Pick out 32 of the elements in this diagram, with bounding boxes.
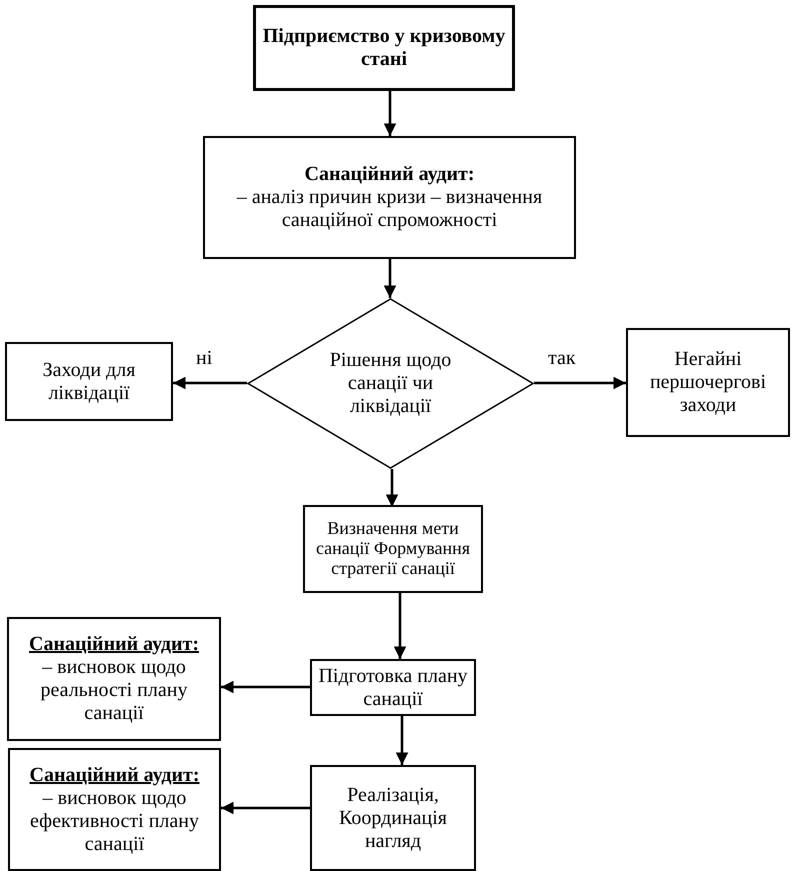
heading-text: Санаційний аудит: [29,633,199,656]
node-text: Визначення мети санації Формування стратегії санації [314,519,472,579]
arrow [386,469,398,507]
process-box [203,136,576,259]
process-box [303,505,483,593]
arrow [534,376,626,390]
node-text: Заходи для ліквідації [42,358,136,404]
process-box [310,765,476,871]
arrow [384,259,396,298]
start-box [253,5,515,91]
node-text: Рішення щодо санації чи ліквідації [328,349,452,418]
node-text: – висновок щодо реальності плану санації [40,656,188,725]
process-box [5,342,173,421]
arrow [384,91,396,136]
arrow [396,716,408,765]
arrow [221,680,310,694]
node-text: – висновок щодо ефективності плану санації [29,786,200,856]
process-box [310,659,476,716]
node-text: – аналіз причин кризи – визначення санаційної спроможності [236,186,544,232]
node-text: Реалізація, Координація нагляд [338,784,448,852]
node-text: Негайні першочергові заходи [648,348,768,417]
process-box [626,328,790,437]
arrow [173,376,247,390]
arrow [394,591,406,659]
audit-box [7,617,221,741]
heading-text: Підприємство у кризовому стані [262,25,506,71]
decision-diamond [247,298,534,469]
heading-text: Санаційний аудит: [304,163,474,186]
heading-text: Санаційний аудит: [30,764,200,786]
arrow [221,802,310,814]
audit-box [8,748,221,871]
node-text: Підготовка плану санації [318,664,468,710]
